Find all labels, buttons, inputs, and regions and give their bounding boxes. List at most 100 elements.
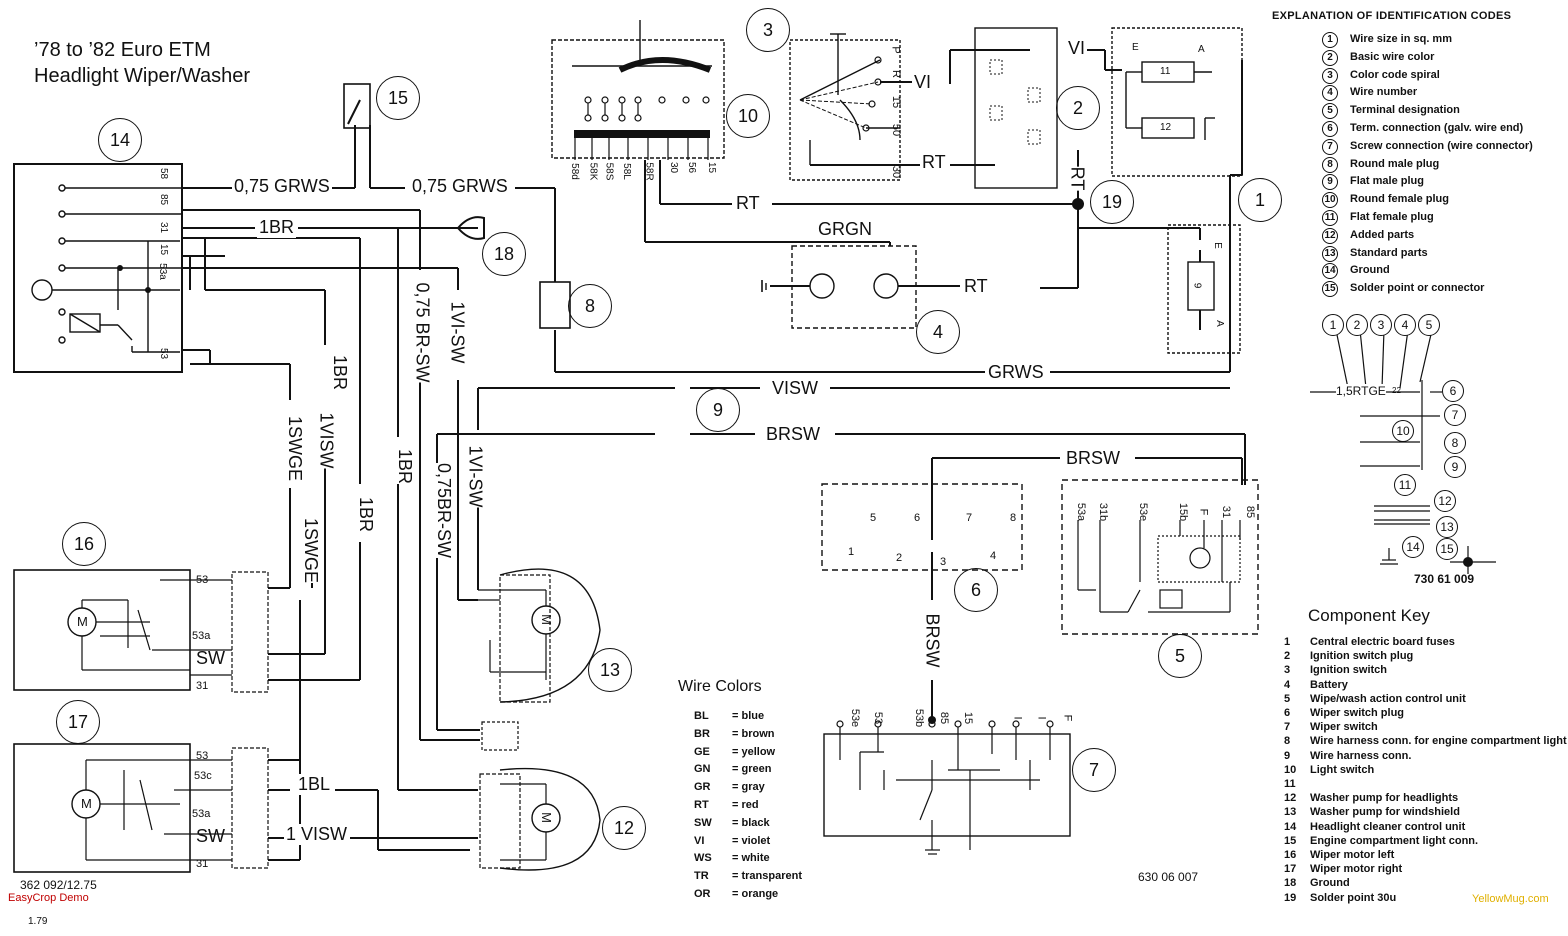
terminal-16-53: 53	[196, 574, 209, 586]
component-key-label: Ignition switch plug	[1310, 650, 1414, 663]
terminal-17-sw: SW	[196, 826, 225, 846]
terminal-7-53b: 53b	[913, 708, 926, 728]
callout-9: 9	[696, 388, 740, 432]
fuse-9-a: A	[1213, 320, 1225, 327]
callout-18: 18	[482, 232, 526, 276]
component-key-label: Wipe/wash action control unit	[1310, 692, 1466, 705]
wire-color-equals: =	[732, 870, 742, 883]
callout-14: 14	[98, 118, 142, 162]
terminal-3-r: R	[889, 70, 902, 78]
explanation-item-label: Round female plug	[1350, 193, 1449, 206]
component-key-number: 11	[1284, 778, 1296, 790]
component-key-number: 10	[1284, 763, 1297, 776]
wire-label-brsw-b: BRSW	[1064, 448, 1122, 469]
legend-example-callout: 7	[1444, 404, 1466, 426]
terminal-10-58k: 58K	[587, 162, 599, 181]
terminal-14-53: 53	[158, 347, 170, 360]
diagram-title-line1: ’78 to ’82 Euro ETM	[34, 39, 211, 61]
pin-6-5: 5	[870, 512, 877, 524]
wire-color-code: BR	[694, 727, 710, 740]
wire-label-grgn: GRGN	[816, 219, 874, 240]
callout-7: 7	[1072, 748, 1116, 792]
component-key-item: 11	[1284, 778, 1310, 790]
wire-label-1visw-c: 1VI-SW	[464, 445, 486, 508]
motor-17-m: M	[81, 796, 92, 811]
component-key-label: Wiper switch	[1310, 721, 1378, 734]
component-key-number: 7	[1284, 721, 1291, 734]
fuse-e: E	[1132, 42, 1139, 53]
explanation-item-label: Flat female plug	[1350, 211, 1434, 223]
component-key-label: Central electric board fuses	[1310, 636, 1455, 648]
wires	[13, 20, 1496, 873]
wire-color-code: VI	[694, 834, 705, 847]
wire-color-code: RT	[694, 799, 709, 811]
wire-label-075brsw-a: 0,75 BR-SW	[411, 282, 433, 383]
callout-10: 10	[726, 94, 770, 138]
pin-6-1: 1	[848, 546, 855, 558]
terminal-10-58s: 58S	[603, 162, 615, 181]
wire-color-equals: =	[732, 763, 742, 776]
wire-label-brsw-vertical: BRSW	[921, 613, 943, 668]
wire-color-code: BL	[694, 710, 709, 722]
explanation-item-label: Standard parts	[1350, 246, 1428, 259]
component-key-label: Headlight cleaner control unit	[1310, 820, 1466, 833]
legend-example-callout: 1	[1322, 314, 1344, 336]
wire-color-item: GR= gray	[694, 781, 765, 793]
component-key-label: Ignition switch	[1310, 664, 1387, 677]
wire-label-1-visw: 1 VISW	[284, 824, 350, 845]
component-key-label: Wire harness conn.	[1310, 749, 1412, 762]
legend-example-callout: 11	[1394, 474, 1416, 496]
motor-16-m: M	[77, 614, 88, 629]
terminal-5-31: 31	[1220, 505, 1233, 519]
wire-label-1br-c: 1BR	[355, 496, 377, 533]
explanation-item-number: 12	[1322, 227, 1338, 244]
component-key-item: 8 Wire harness conn. for engine compartme…	[1284, 735, 1567, 747]
terminal-7-i-b: I	[1035, 716, 1048, 720]
wire-color-item: OR= orange	[694, 888, 778, 900]
explanation-item-number: 7	[1322, 138, 1338, 155]
wire-color-code: WS	[694, 852, 712, 865]
wire-colors-heading: Wire Colors	[678, 678, 762, 695]
wire-label-rt-battery: RT	[962, 276, 990, 297]
explanation-item-label: Added parts	[1350, 228, 1415, 241]
component-key-number: 8	[1284, 735, 1291, 748]
explanation-item-number: 4	[1322, 85, 1338, 102]
terminal-3-15: 15	[890, 95, 903, 109]
explanation-item: 12 Added parts	[1322, 227, 1415, 244]
explanation-item-number: 1	[1322, 32, 1338, 48]
terminal-7-15: 15	[962, 711, 975, 725]
explanation-item-number: 9	[1322, 174, 1338, 191]
component-key-number: 18	[1284, 877, 1297, 890]
wire-color-item: RT= red	[694, 799, 759, 811]
terminal-14-31: 31	[158, 221, 170, 234]
fuse-a: A	[1198, 44, 1205, 55]
wire-color-equals: =	[732, 834, 742, 847]
wire-color-label: yellow	[741, 745, 776, 758]
fuse-12: 12	[1160, 122, 1172, 133]
pin-6-7: 7	[966, 512, 973, 524]
wire-color-label: blue	[741, 710, 765, 722]
pin-6-6: 6	[914, 512, 921, 524]
callout-1: 1	[1238, 178, 1282, 222]
wire-color-equals: =	[732, 816, 742, 829]
terminal-10-58r: 58R	[643, 162, 655, 181]
explanation-item-label: Wire number	[1350, 86, 1418, 99]
wire-color-label: black	[741, 816, 770, 829]
component-key-label: Wire harness conn. for engine compartmen…	[1310, 735, 1567, 748]
terminal-10-30: 30	[668, 161, 680, 174]
wire-color-equals: =	[732, 852, 742, 865]
wire-label-1swge-a: 1SWGE	[284, 415, 306, 482]
wire-color-code: SW	[694, 816, 712, 829]
